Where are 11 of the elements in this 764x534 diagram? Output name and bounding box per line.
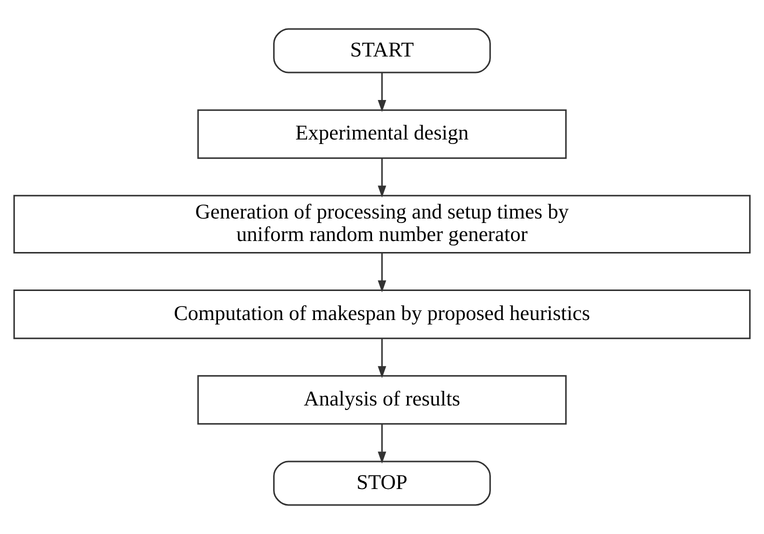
node-box: START bbox=[273, 28, 491, 74]
arrow bbox=[378, 338, 386, 378]
arrow bbox=[378, 252, 386, 292]
node-box: STOP bbox=[273, 460, 491, 506]
arrow bbox=[378, 72, 386, 112]
arrow bbox=[378, 424, 386, 464]
node-box: Generation of processing and setup times by uniform random number generator bbox=[13, 194, 751, 254]
node-box: Analysis of results bbox=[197, 375, 567, 425]
node-box: Computation of makespan by proposed heuristics bbox=[13, 290, 751, 340]
node-box: Experimental design bbox=[197, 109, 567, 159]
arrow bbox=[378, 158, 386, 198]
